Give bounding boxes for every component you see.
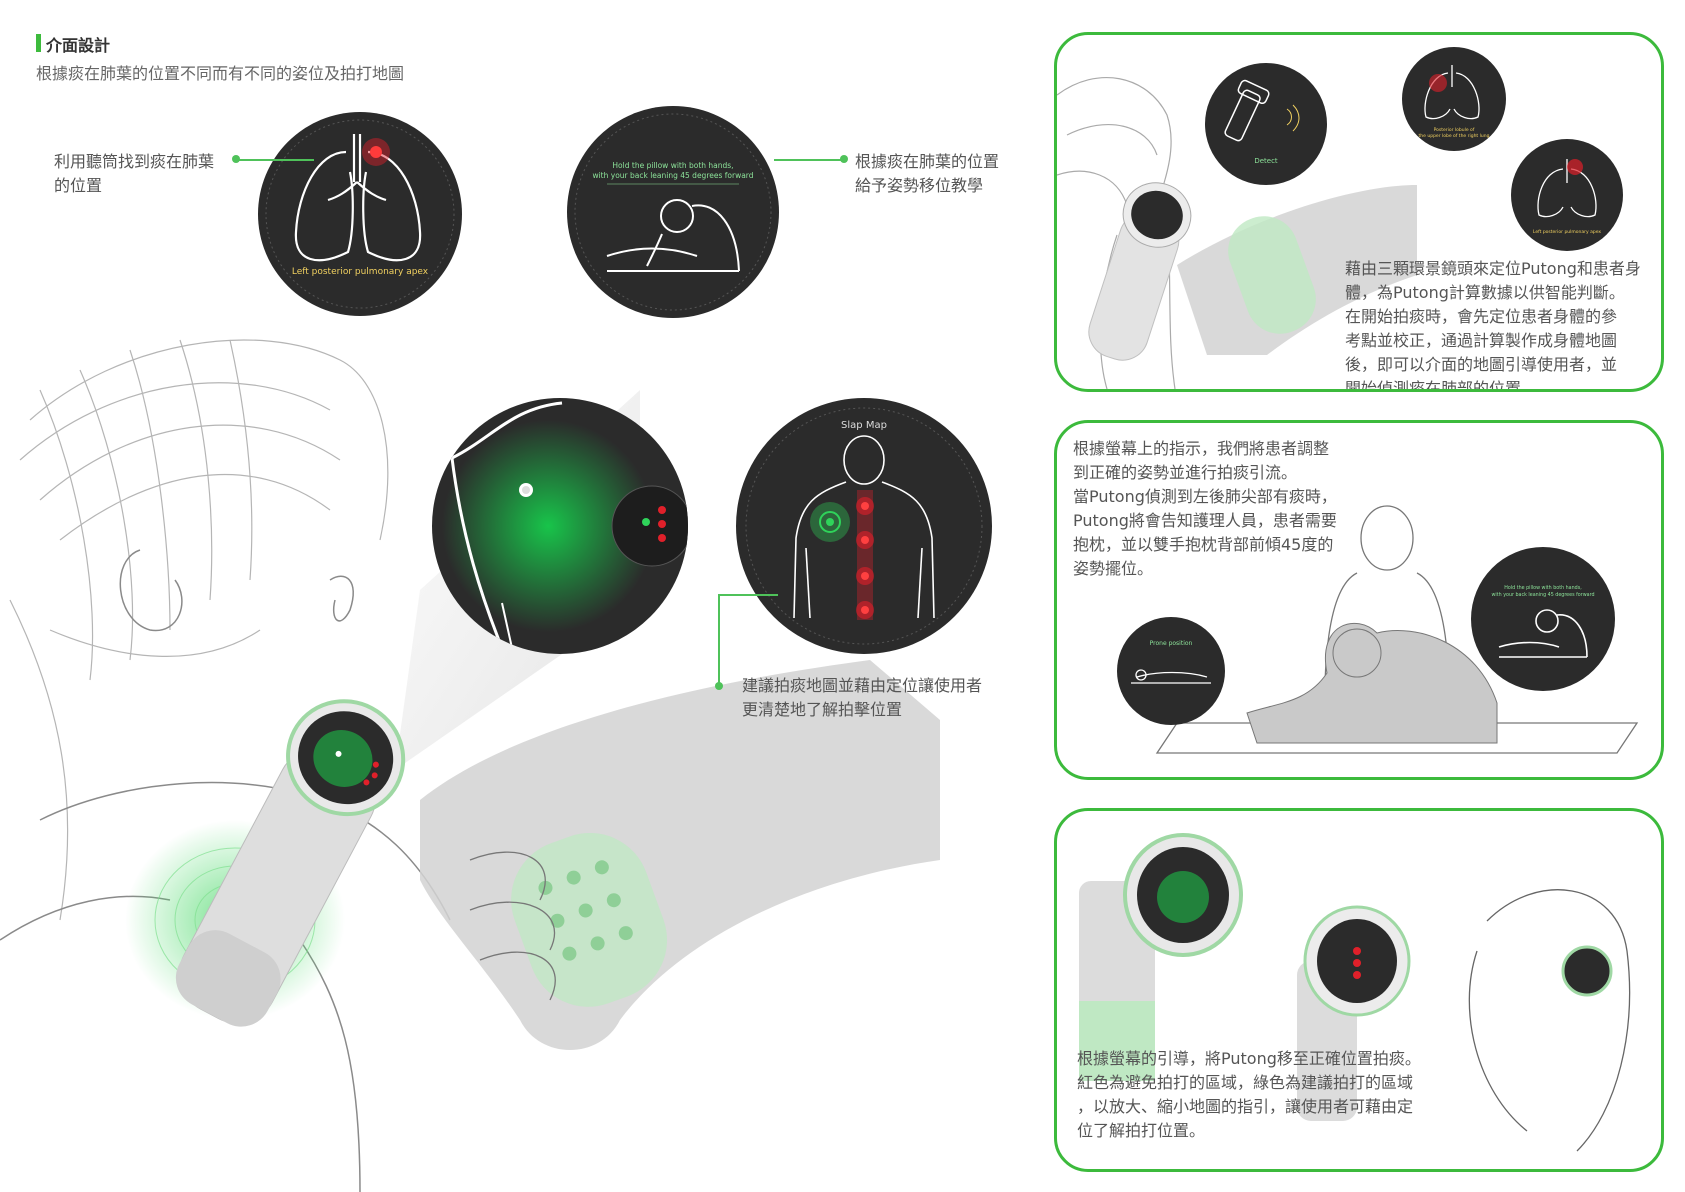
posture-small-screen: Hold the pillow with both hands, with yo… (1471, 547, 1615, 691)
left-apex-small-screen: Left posterior pulmonary apex (1511, 139, 1623, 251)
lung-screen-circle: Left posterior pulmonary apex (258, 112, 462, 316)
camera-positioning-illustration (1057, 76, 1417, 389)
section-subtitle: 根據痰在肺葉的位置不同而有不同的姿位及拍打地圖 (36, 64, 405, 83)
panel-posture-text: 根據螢幕上的指示，我們將患者調整 到正確的姿勢並進行拍痰引流。 當Putong偵… (1073, 439, 1337, 578)
leader-line-map-vertical (718, 594, 720, 686)
posture-screen-circle: Hold the pillow with both hands, with yo… (567, 106, 779, 318)
panel-slap-guide: 根據螢幕的引導，將Putong移至正確位置拍痰。 紅色為避免拍打的區域，綠色為建… (1054, 808, 1664, 1172)
lungs-icon (294, 134, 422, 262)
device-icon (1224, 79, 1270, 142)
torso-outline-icon (793, 435, 935, 619)
zoomed-back-screen (432, 398, 688, 654)
posture-small-line1: Hold the pillow with both hands, (1504, 585, 1582, 591)
panel-positioning: Detect Posterior lobule of the upper lob… (1054, 32, 1664, 392)
small-lungs-icon (1424, 65, 1480, 120)
detect-screen: Detect (1205, 63, 1327, 185)
leader-line-stethoscope (236, 159, 314, 161)
leader-line-posture (774, 159, 844, 161)
section-title: 介面設計 (46, 36, 111, 55)
left-apex-small-label: Left posterior pulmonary apex (1533, 229, 1601, 235)
posterior-lobule-line2: the upper lobe of the right lung (1419, 133, 1490, 139)
posture-label-line2: with your back leaning 45 degrees forwar… (592, 171, 753, 180)
red-avoid-markers (856, 497, 874, 619)
lung-screen-label: Left posterior pulmonary apex (292, 267, 429, 277)
prone-label: Prone position (1150, 640, 1193, 647)
small-lungs-icon (1537, 159, 1597, 218)
posture-small-line2: with your back leaning 45 degrees forwar… (1492, 592, 1595, 598)
slap-map-screen: Slap Map (736, 398, 992, 654)
panel-posture: 根據螢幕上的指示，我們將患者調整 到正確的姿勢並進行拍痰引流。 當Putong偵… (1054, 420, 1664, 780)
detect-label: Detect (1254, 157, 1278, 165)
prone-position-screen: Prone position (1117, 617, 1225, 725)
annotation-stethoscope: 利用聽筒找到痰在肺葉 的位置 (54, 152, 215, 195)
panel-positioning-text: 藉由三顆環景鏡頭來定位Putong和患者身 體，為Putong計算數據以供智能判… (1345, 259, 1641, 392)
leader-dot (840, 155, 848, 163)
leader-line-map (718, 594, 778, 596)
annotation-posture: 根據痰在肺葉的位置 給予姿勢移位教學 (855, 152, 1000, 195)
annotation-map: 建議拍痰地圖並藉由定位讓使用者 更清楚地了解拍擊位置 (742, 676, 983, 719)
green-suggest-marker (810, 502, 850, 542)
slap-map-title: Slap Map (841, 420, 887, 431)
posterior-lobule-line1: Posterior lobule of (1434, 127, 1475, 133)
panel-slap-guide-text: 根據螢幕的引導，將Putong移至正確位置拍痰。 紅色為避免拍打的區域，綠色為建… (1077, 1049, 1421, 1140)
seated-lean-figure-icon (1498, 609, 1588, 658)
posterior-lobule-screen: Posterior lobule of the upper lobe of th… (1402, 47, 1506, 151)
device-guidance-illustration (1079, 833, 1631, 1152)
header-accent-bar (36, 34, 41, 52)
seated-lean-figure-icon (606, 199, 740, 272)
patient-posture-illustration (1155, 505, 1639, 754)
posture-label-line1: Hold the pillow with both hands, (612, 161, 733, 170)
leader-dot (715, 682, 723, 690)
leader-dot (232, 155, 240, 163)
prone-figure-icon (1131, 669, 1211, 684)
